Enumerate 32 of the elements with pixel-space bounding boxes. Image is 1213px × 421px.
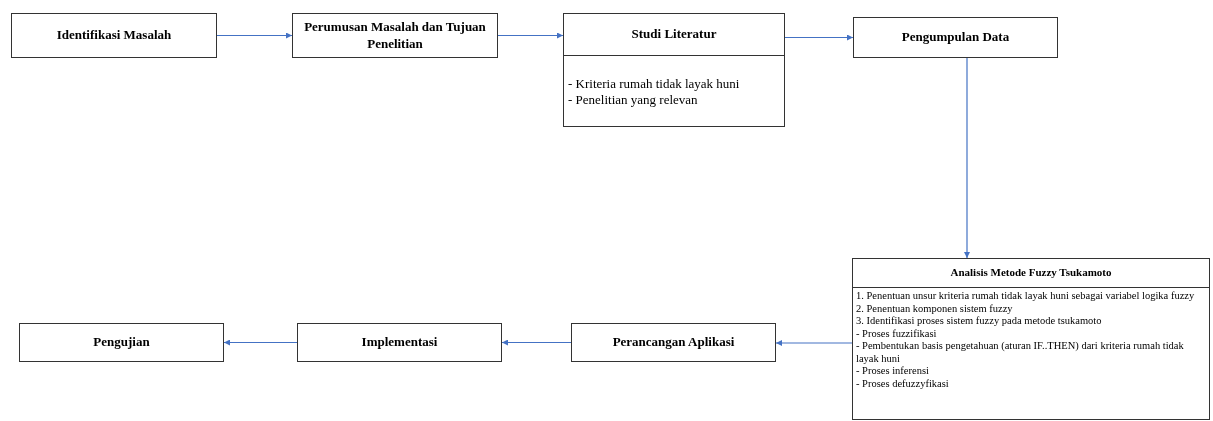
- list-item: - Proses fuzzifikasi: [856, 327, 938, 340]
- process-box: [11, 13, 217, 58]
- arrow: [216, 32, 293, 39]
- arrow: [497, 32, 564, 39]
- arrow: [964, 57, 970, 259]
- box-title: Perumusan Masalah dan Tujuan Penelitian: [303, 19, 487, 52]
- section-box: [563, 13, 785, 127]
- process-box: [297, 323, 502, 362]
- arrow: [501, 339, 572, 346]
- list-item: - Proses inferensi: [856, 365, 930, 378]
- arrow: [775, 340, 853, 346]
- list-item: - Pembentukan basis pengetahuan (aturan IF..THEN) dari kriteria rumah tidak layak huni: [856, 340, 1185, 365]
- box-title: Perancangan Aplikasi: [612, 334, 735, 351]
- box-title: Implementasi: [361, 334, 438, 351]
- list-item: - Penelitian yang relevan: [568, 91, 699, 108]
- list-item: - Proses defuzzyfikasi: [856, 377, 950, 390]
- box-title: Pengumpulan Data: [901, 29, 1010, 46]
- arrow: [784, 34, 854, 41]
- box-title: Pengujian: [93, 334, 150, 351]
- section-box: [852, 258, 1210, 420]
- arrow: [223, 339, 298, 346]
- box-title: Identifikasi Masalah: [56, 27, 172, 44]
- box-title: Studi Literatur: [631, 26, 717, 43]
- box-title: Analisis Metode Fuzzy Tsukamoto: [950, 266, 1112, 280]
- process-box: [571, 323, 776, 362]
- process-box: [292, 13, 498, 58]
- list-item: - Kriteria rumah tidak layak huni: [568, 76, 741, 92]
- process-box: [19, 323, 224, 362]
- process-box: [853, 17, 1058, 58]
- list-item: 3. Identifikasi proses sistem fuzzy pada metode tsukamoto: [856, 315, 1103, 328]
- list-item: 2. Penentuan komponen sistem fuzzy: [856, 302, 1014, 315]
- list-item: 1. Penentuan unsur kriteria rumah tidak layak huni sebagai variabel logika fuzzy: [856, 290, 1196, 303]
